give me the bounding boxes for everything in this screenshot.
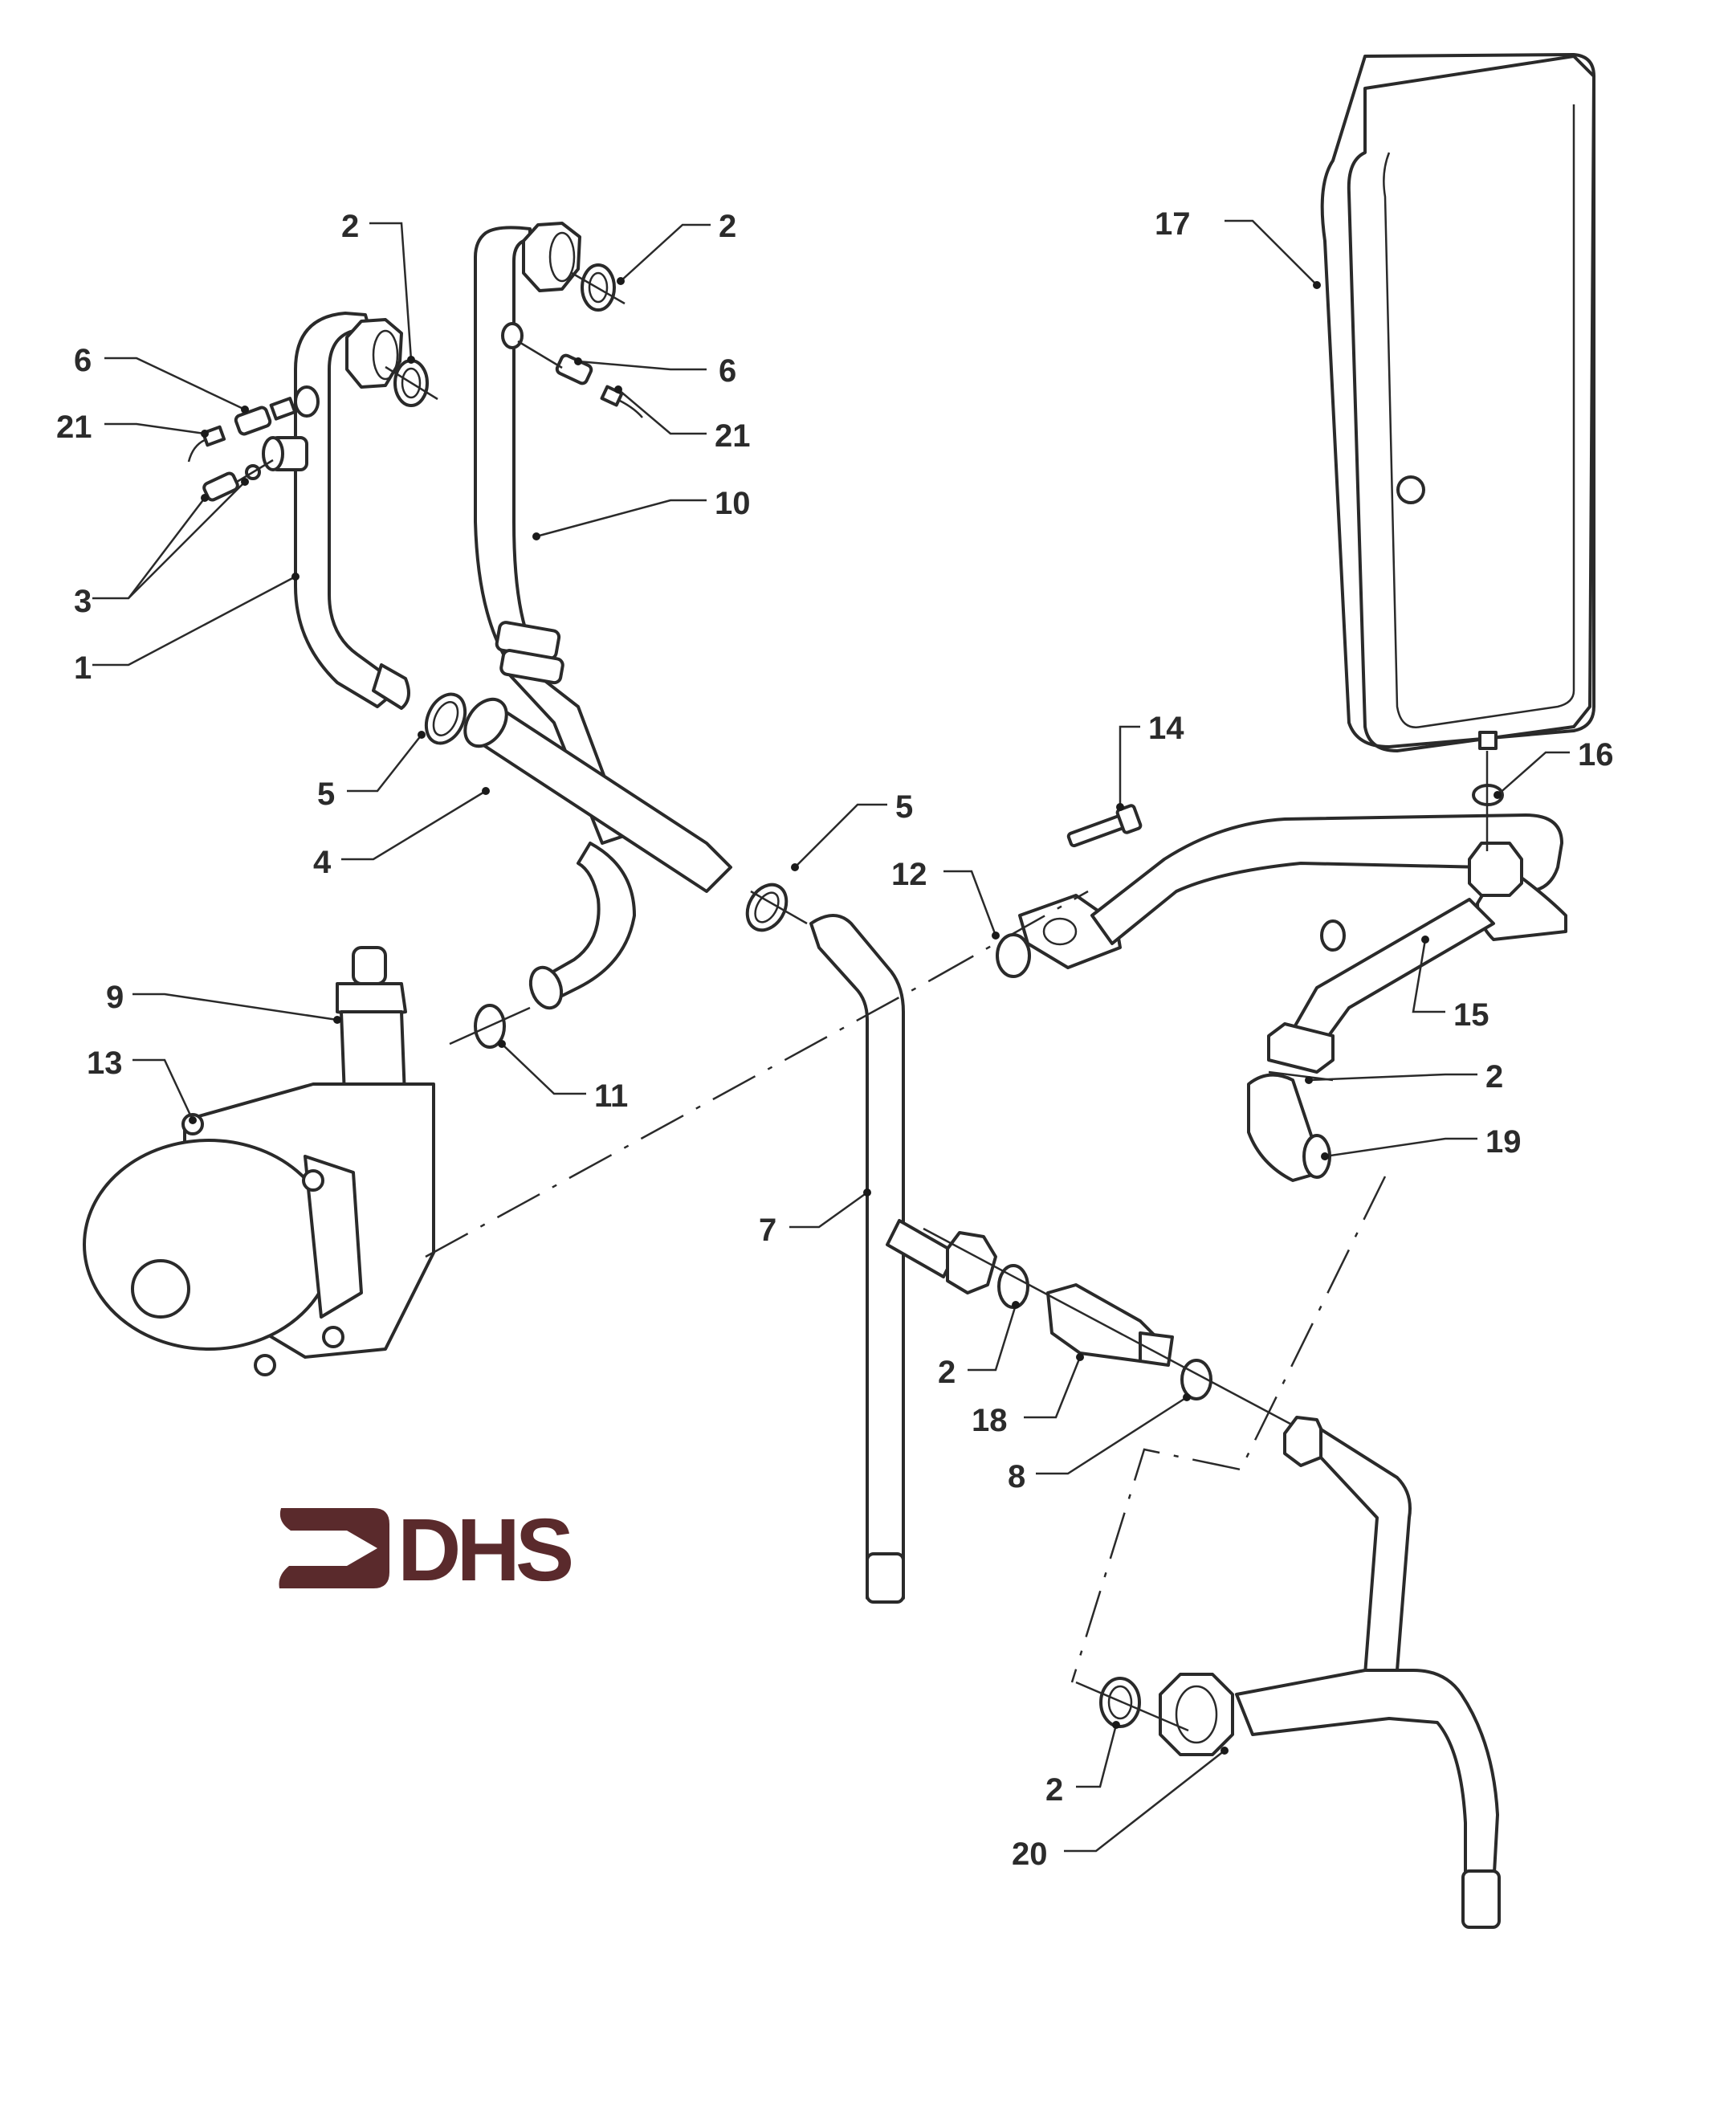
leader-lines <box>92 219 1570 1853</box>
logo-text: DHS <box>397 1501 572 1600</box>
callout-2: 2 <box>341 209 359 244</box>
callout-9: 9 <box>106 980 124 1015</box>
pipe-20 <box>1159 1416 1501 1929</box>
callout-16: 16 <box>1578 737 1614 773</box>
callout-8: 8 <box>1008 1459 1025 1494</box>
pipe-7 <box>809 914 905 1604</box>
callout-17: 17 <box>1155 206 1191 242</box>
callout-5: 5 <box>317 777 335 812</box>
axis-line-manifold <box>931 890 1089 981</box>
callout-12: 12 <box>891 857 927 892</box>
callout-10: 10 <box>715 486 751 521</box>
callout-7: 7 <box>759 1213 776 1248</box>
callout-2: 2 <box>1045 1772 1063 1808</box>
callout-1: 1 <box>74 650 92 686</box>
sensor-6a <box>234 397 297 436</box>
callout-13: 13 <box>87 1046 123 1081</box>
tube-4 <box>463 697 732 893</box>
washer-2e <box>1099 1677 1141 1728</box>
logo-arrow-icon <box>279 1508 389 1588</box>
axis-line-elbow <box>1070 1176 1387 1683</box>
callout-18: 18 <box>972 1403 1008 1438</box>
callout-2: 2 <box>938 1355 956 1390</box>
dhs-logo: DHS <box>279 1501 577 1600</box>
expansion-vessel <box>1320 53 1595 752</box>
callout-5: 5 <box>895 789 913 825</box>
callout-2: 2 <box>719 209 736 244</box>
hose-clip-5b <box>745 883 808 932</box>
pipe-1 <box>294 312 410 710</box>
callout-19: 19 <box>1485 1124 1522 1160</box>
callout-2: 2 <box>1485 1059 1503 1095</box>
callout-3: 3 <box>74 584 92 619</box>
pipe-10-nut <box>522 222 581 292</box>
sensor-6b <box>555 353 593 385</box>
hose-to-pump <box>544 842 636 1001</box>
hose-clip-5a <box>424 692 467 745</box>
pump-13 <box>83 1082 435 1376</box>
clip-21a <box>187 425 226 463</box>
elbow-19 <box>1247 1073 1331 1182</box>
callout-14: 14 <box>1148 711 1184 746</box>
callout-20: 20 <box>1012 1837 1048 1872</box>
callout-21: 21 <box>715 418 751 454</box>
fitting-assembly <box>886 1219 1302 1431</box>
callout-21: 21 <box>56 410 92 445</box>
fitting-3 <box>202 459 274 502</box>
callout-6: 6 <box>74 343 92 378</box>
callout-11: 11 <box>594 1078 628 1114</box>
callout-15: 15 <box>1453 997 1489 1033</box>
clip-21b <box>600 385 643 418</box>
callout-4: 4 <box>313 845 332 880</box>
oring-12 <box>996 933 1031 978</box>
callout-6: 6 <box>719 353 736 389</box>
callout-labels: 2 2 6 6 21 21 3 1 10 17 5 4 14 16 5 12 9… <box>56 206 1614 1872</box>
screw-14 <box>1066 804 1143 848</box>
axis-line-pump <box>425 978 932 1258</box>
flange-pipe-15 <box>1018 813 1567 1074</box>
pipe-1-nut <box>345 318 403 389</box>
